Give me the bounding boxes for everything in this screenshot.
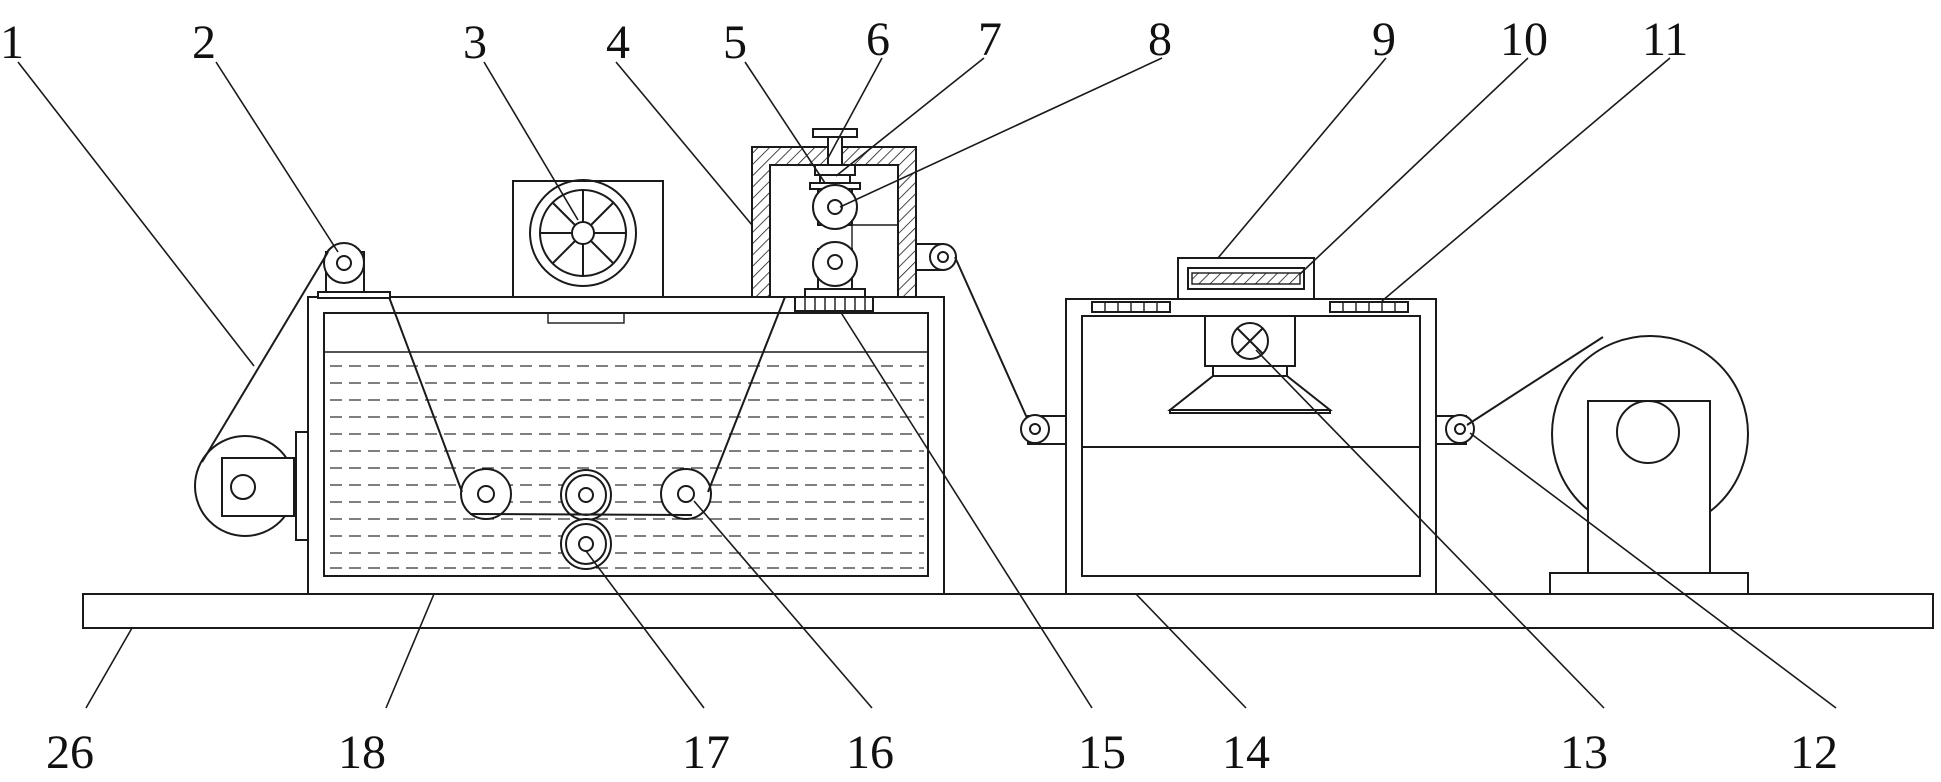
liquid-lines [330, 365, 924, 569]
label-2: 2 [192, 16, 216, 69]
label-5: 5 [723, 16, 747, 69]
unwind-roller [194, 435, 296, 537]
label-7: 7 [978, 13, 1002, 66]
label-11: 11 [1642, 13, 1688, 66]
drying-left-roller [1020, 414, 1067, 445]
guide-roller-top-left [317, 242, 391, 299]
tank-roller-left [460, 468, 512, 520]
label-6: 6 [866, 13, 890, 66]
control-panel [1177, 257, 1315, 300]
label-8: 8 [1148, 13, 1172, 66]
label-12: 12 [1790, 726, 1838, 779]
fan-box [512, 179, 664, 298]
label-4: 4 [606, 16, 630, 69]
label-13: 13 [1560, 726, 1608, 779]
leader-lines [17, 57, 1837, 709]
drying-right-roller [1435, 414, 1475, 445]
label-14: 14 [1222, 726, 1270, 779]
base-plate [82, 593, 1934, 629]
press-adjuster [809, 128, 861, 230]
winding-roller [1549, 335, 1749, 595]
label-17: 17 [682, 726, 730, 779]
label-3: 3 [463, 16, 487, 69]
cloth-path [201, 251, 1604, 516]
frame-side-roller [915, 243, 957, 271]
label-15: 15 [1078, 726, 1126, 779]
label-10: 10 [1500, 13, 1548, 66]
squeeze-roller-upper [560, 469, 612, 521]
soaking-tank [295, 296, 945, 595]
label-16: 16 [846, 726, 894, 779]
label-18: 18 [338, 726, 386, 779]
label-26: 26 [46, 726, 94, 779]
label-1: 1 [0, 16, 24, 69]
sensor-base [794, 296, 874, 312]
squeeze-roller-lower [560, 518, 612, 570]
label-9: 9 [1372, 13, 1396, 66]
